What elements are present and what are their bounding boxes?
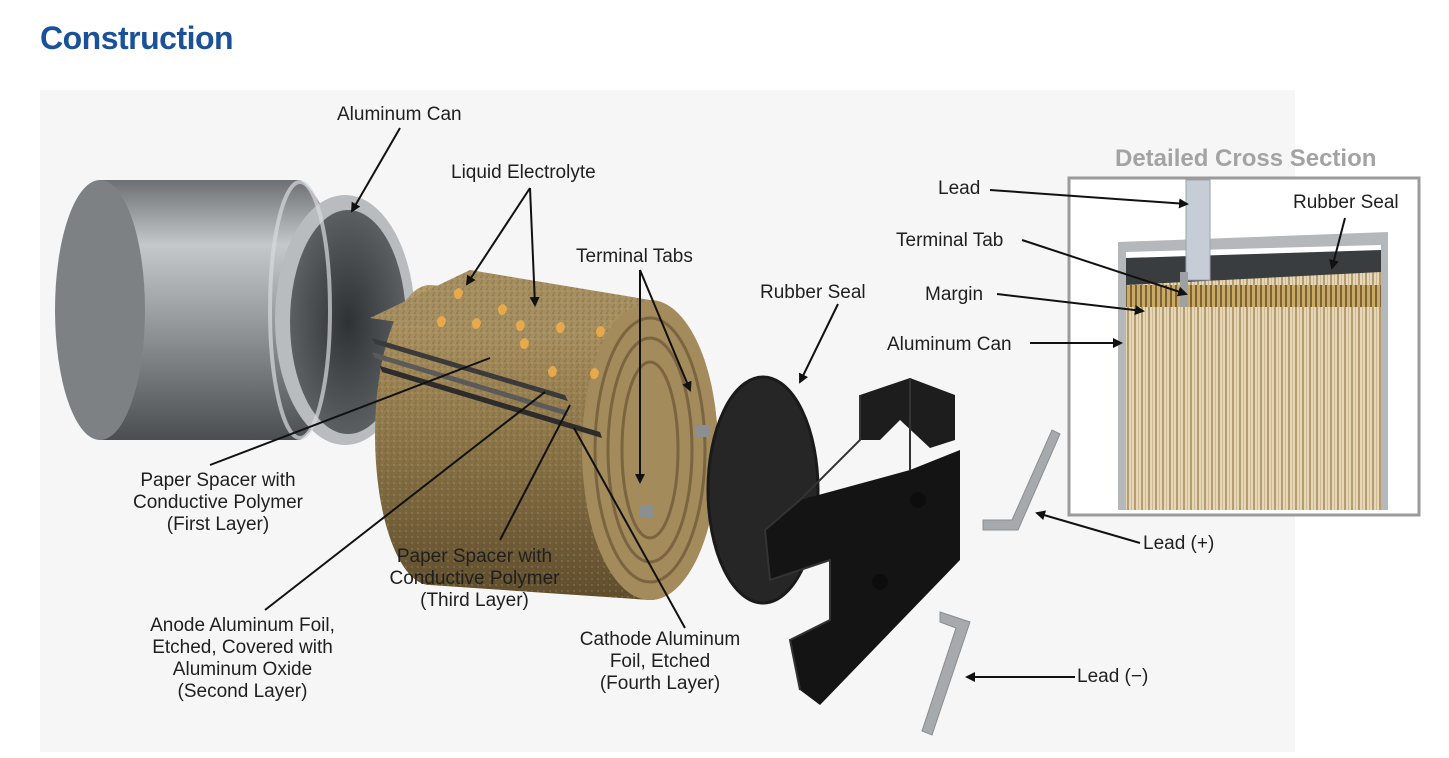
- cross-section-title: Detailed Cross Section: [1115, 145, 1377, 172]
- label-terminal-tabs: Terminal Tabs: [576, 246, 693, 267]
- label-liquid-electrolyte: Liquid Electrolyte: [451, 162, 596, 183]
- lead-minus-icon: [921, 611, 971, 736]
- label-rubber-seal: Rubber Seal: [760, 282, 866, 303]
- label-aluminum-can: Aluminum Can: [337, 104, 462, 125]
- arrow-icon: [465, 187, 531, 286]
- label-paper-spacer-first: Paper Spacer with Conductive Polymer (Fi…: [132, 470, 304, 535]
- cs-label-margin: Margin: [925, 284, 984, 305]
- arrow-icon: [529, 187, 540, 307]
- arrow-icon: [639, 269, 692, 392]
- label-lead-plus: Lead (+): [1143, 533, 1215, 554]
- cs-label-aluminum-can: Aluminum Can: [887, 334, 1012, 355]
- cs-label-terminal-tab: Terminal Tab: [896, 230, 1004, 251]
- arrow-icon: [1021, 239, 1188, 297]
- aluminum-can-icon: [55, 180, 415, 445]
- cs-label-lead: Lead: [938, 178, 981, 199]
- arrow-icon: [799, 303, 839, 384]
- arrow-icon: [989, 189, 1189, 209]
- label-paper-spacer-third: Paper Spacer with Conductive Polymer (Th…: [389, 546, 560, 611]
- arrow-icon: [1329, 217, 1346, 270]
- cs-label-rubber-seal: Rubber Seal: [1293, 192, 1399, 213]
- arrow-icon: [996, 293, 1145, 316]
- electrolyte-droplets-icon: [437, 288, 605, 379]
- lead-plus-icon: [982, 429, 1061, 531]
- arrow-icon: [350, 127, 401, 213]
- label-lead-minus: Lead (−): [1077, 666, 1149, 687]
- label-cathode-foil: Cathode Aluminum Foil, Etched (Fourth La…: [579, 629, 741, 694]
- cross-section-box: [1067, 176, 1421, 517]
- page-title: Construction: [40, 20, 234, 56]
- arrow-icon: [1035, 510, 1141, 544]
- rubber-base-icon: [763, 378, 960, 705]
- label-anode-foil: Anode Aluminum Foil, Etched, Covered wit…: [150, 615, 335, 702]
- callout-lines: [209, 127, 1346, 682]
